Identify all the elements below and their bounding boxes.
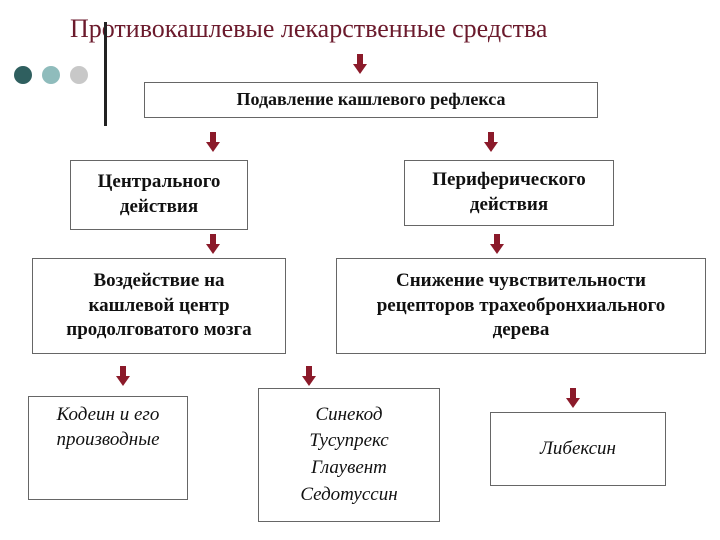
box-label-line: Центрального [97, 171, 221, 193]
box-peripheral-effect: Снижение чувствительности рецепторов тра… [336, 258, 706, 354]
box-label-line: Синекод [315, 403, 383, 425]
box-label-line: Кодеин и его [56, 404, 160, 425]
box-label-line: Глаувент [311, 457, 387, 478]
box-label-line: продолговатого мозга [66, 319, 252, 341]
box-label-line: Тусупрекс [309, 430, 389, 452]
box-label-line: Периферического [432, 169, 586, 191]
down-arrow-icon [206, 132, 220, 152]
box-label: Подавление кашлевого рефлекса [236, 89, 506, 110]
box-cough-reflex-suppression: Подавление кашлевого рефлекса [144, 82, 598, 118]
box-label-line: Седотуссин [300, 483, 398, 505]
box-label-line: Воздействие на [93, 269, 225, 291]
box-libexin: Либексин [490, 412, 666, 486]
box-codeine: Кодеин и его производные [28, 396, 188, 500]
box-peripheral-action: Периферического действия [404, 160, 614, 226]
box-label-line: Снижение чувствительности [396, 269, 646, 291]
box-label-line: кашлевой центр [88, 294, 230, 316]
bullet-dot-icon [70, 66, 88, 84]
down-arrow-icon [302, 366, 316, 386]
box-label-line: действия [119, 196, 199, 217]
box-label: Либексин [540, 437, 616, 459]
box-drug-group: Синекод Тусупрекс Глаувент Седотуссин [258, 388, 440, 522]
down-arrow-icon [353, 54, 367, 74]
box-central-action: Центрального действия [70, 160, 248, 230]
down-arrow-icon [206, 234, 220, 254]
box-label-line: производные [56, 428, 160, 450]
down-arrow-icon [490, 234, 504, 254]
vertical-divider [104, 22, 107, 126]
slide-title: Противокашлевые лекарственные средства [70, 14, 548, 43]
bullet-dot-icon [14, 66, 32, 84]
down-arrow-icon [116, 366, 130, 386]
box-central-effect: Воздействие на кашлевой центр продолгова… [32, 258, 286, 354]
box-label-line: действия [469, 194, 549, 215]
down-arrow-icon [484, 132, 498, 152]
box-label-line: рецепторов трахеобронхиального [376, 294, 666, 316]
box-label-line: дерева [492, 319, 550, 341]
bullet-dot-icon [42, 66, 60, 84]
down-arrow-icon [566, 388, 580, 408]
